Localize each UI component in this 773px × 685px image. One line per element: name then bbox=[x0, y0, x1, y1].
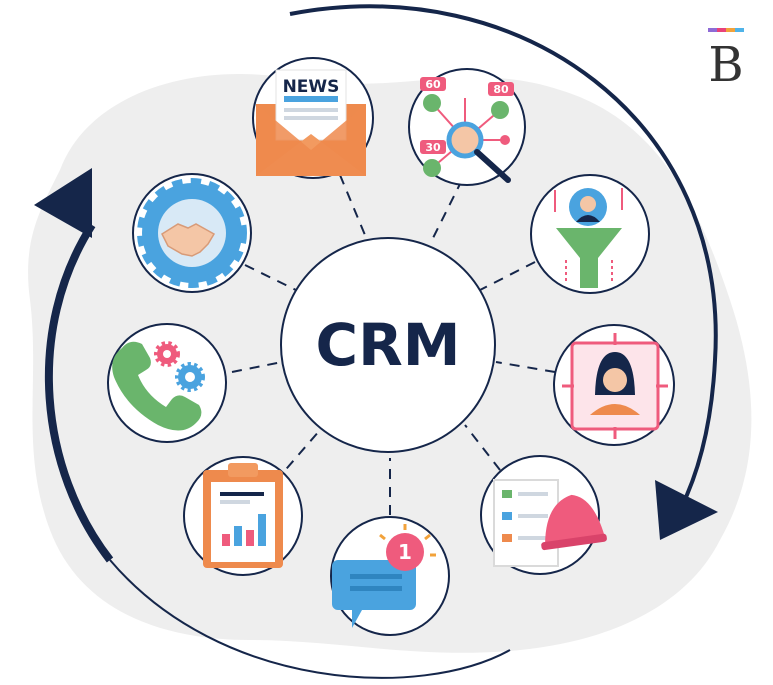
badge-30: 30 bbox=[425, 141, 441, 154]
phone-icon bbox=[112, 341, 202, 431]
bar-chart-icon bbox=[222, 514, 266, 546]
connector-lines bbox=[231, 174, 556, 515]
orbit-arrowhead-left bbox=[34, 168, 92, 238]
orbit-arc-top-right bbox=[289, 4, 718, 511]
magnifier-icon bbox=[446, 121, 484, 159]
orbit-arrowhead-right bbox=[655, 480, 718, 540]
orbit-arc-left bbox=[44, 222, 114, 563]
news-label: NEWS bbox=[283, 77, 340, 97]
notification-badge-icon bbox=[386, 533, 424, 571]
brand-logo: B bbox=[708, 28, 744, 93]
badge-80: 80 bbox=[493, 83, 509, 96]
target-customer-node bbox=[553, 324, 675, 446]
orbit-arc-bottom bbox=[109, 559, 511, 679]
crm-center-circle bbox=[280, 237, 496, 453]
notification-node: 1 bbox=[330, 516, 450, 636]
alert-checklist-node bbox=[480, 455, 607, 575]
phone-support-node bbox=[107, 323, 227, 443]
analytics-node bbox=[183, 456, 303, 576]
notification-count: 1 bbox=[398, 540, 412, 564]
bell-icon bbox=[545, 494, 605, 544]
audience-network-node: 60 80 30 bbox=[408, 68, 526, 186]
handshake-icon bbox=[161, 223, 216, 257]
partnership-node bbox=[132, 173, 252, 293]
funnel-icon bbox=[556, 228, 622, 288]
logo-letter: B bbox=[708, 37, 743, 93]
newsletter-envelope-icon bbox=[256, 69, 366, 176]
funnel-node bbox=[530, 174, 650, 294]
badge-60: 60 bbox=[425, 78, 441, 91]
news-node: NEWS bbox=[252, 57, 374, 179]
crm-center-label: CRM bbox=[316, 311, 461, 379]
